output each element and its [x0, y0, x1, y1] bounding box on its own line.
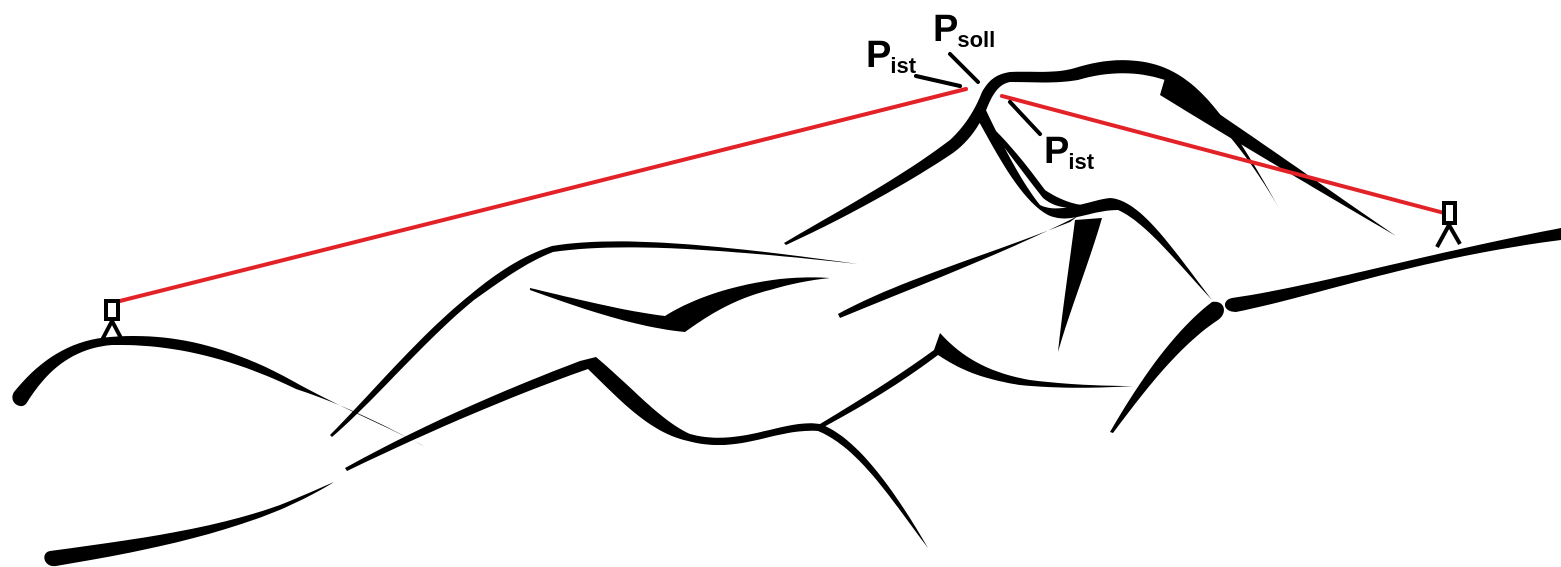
- right-tripod-icon: [1437, 203, 1460, 247]
- bottom-ridge-upper: [345, 357, 928, 548]
- right-hill-ridge: [1225, 228, 1561, 312]
- central-gully: [978, 108, 1212, 300]
- label-p-ist-right-sub: ist: [1068, 149, 1094, 174]
- label-p-ist-right-main: P: [1044, 130, 1069, 172]
- label-p-ist-left-sub: ist: [890, 53, 916, 78]
- left-thin-ridge: [330, 241, 858, 437]
- left-hill-ridge: [12, 336, 425, 447]
- left-sight-line: [116, 89, 966, 302]
- spur: [1058, 218, 1102, 352]
- mid-slope: [820, 333, 1133, 428]
- leader-p-ist-left: [916, 76, 960, 86]
- label-p-soll-main: P: [933, 8, 958, 50]
- peak-right-flank: [1160, 78, 1396, 236]
- inner-ridge: [530, 277, 830, 332]
- bottom-ridge: [44, 482, 334, 566]
- right-mid-ridge: [838, 216, 1078, 318]
- leader-p-soll: [950, 54, 978, 82]
- right-valley-line: [1110, 302, 1224, 433]
- label-p-ist-left: Pist: [866, 36, 916, 74]
- label-p-soll: Psoll: [933, 10, 995, 48]
- peak-left-flank: [784, 60, 1280, 245]
- label-p-ist-left-main: P: [866, 34, 891, 76]
- label-p-soll-sub: soll: [957, 27, 995, 52]
- label-p-ist-right: Pist: [1044, 132, 1094, 170]
- left-tripod-icon: [102, 301, 121, 340]
